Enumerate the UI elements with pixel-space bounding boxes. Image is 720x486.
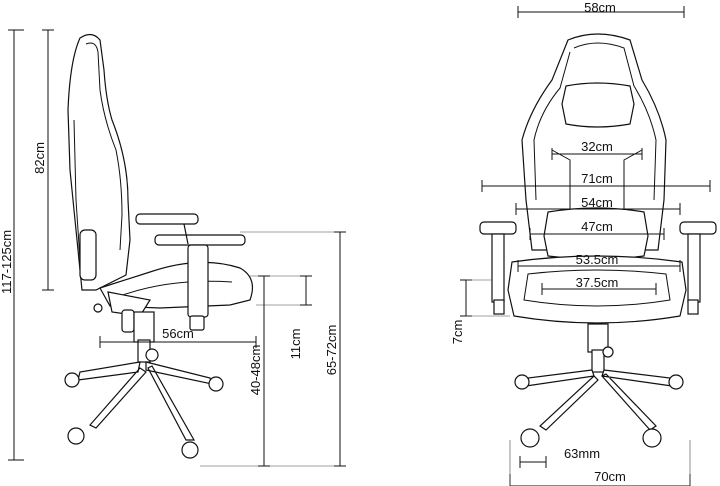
side-armrest-pad [154, 234, 246, 246]
label-seat-inner-width: 37.5cm [576, 275, 619, 290]
front-dimension-labels: 58cm 32cm 71cm 54cm 47cm 53.5cm 37.5cm 7… [450, 0, 626, 484]
label-backrest-width: 58cm [584, 0, 616, 15]
front-armrest-post-left [491, 233, 505, 303]
side-gas-lift [133, 311, 155, 343]
label-base-width: 70cm [594, 469, 626, 484]
label-seat-height: 40-48cm [248, 345, 263, 396]
front-armrest-knob-right [687, 299, 699, 315]
label-front-armrest-height: 7cm [450, 320, 465, 345]
side-lever [121, 309, 135, 333]
side-lumbar-pad [79, 229, 97, 281]
side-caster-1 [64, 372, 80, 388]
front-caster-3 [520, 428, 540, 448]
label-overall-width: 71cm [581, 171, 613, 186]
label-caster-size: 63mm [564, 446, 600, 461]
front-view-chair [479, 33, 717, 448]
side-dimension-labels: 117-125cm 82cm 56cm 11cm 40-48cm 65-72cm [0, 142, 339, 395]
front-armrest-pad-right [679, 221, 717, 235]
front-caster-4 [642, 428, 662, 448]
side-caster-2 [208, 376, 224, 392]
side-caster-3 [67, 427, 85, 445]
side-armrest-top [135, 213, 199, 225]
side-seat [99, 261, 253, 309]
side-backrest-seam [85, 42, 123, 251]
side-star-base [77, 361, 213, 441]
front-star-base [525, 369, 673, 431]
label-total-height: 117-125cm [0, 230, 14, 294]
side-armrest-post [187, 244, 209, 318]
side-caster-4 [181, 441, 199, 459]
side-seat-seam [119, 280, 233, 297]
front-armrest-post-right [687, 233, 701, 303]
front-caster-2 [668, 374, 684, 390]
label-seat-width: 53.5cm [576, 252, 619, 267]
side-tilt-knob [93, 303, 103, 313]
side-backrest [67, 33, 131, 291]
side-armrest-post-a [183, 223, 189, 245]
front-caster-1 [514, 374, 530, 390]
front-backrest-seam-l [533, 51, 571, 201]
label-armrest-adjust: 11cm [288, 329, 303, 360]
front-dimensions [460, 6, 711, 486]
front-backrest-seam-r [573, 42, 657, 201]
label-shoulder-width: 32cm [581, 139, 613, 154]
label-backrest-height: 82cm [32, 142, 47, 174]
label-lumbar-width: 47cm [581, 219, 613, 234]
side-caster-5 [145, 348, 159, 362]
front-armrest-knob-left [493, 299, 505, 315]
side-armrest-knob [189, 315, 205, 331]
side-dimensions [8, 29, 346, 467]
label-seat-depth: 56cm [162, 326, 194, 341]
front-headrest-pillow [561, 82, 635, 128]
side-backrest-seam-2 [73, 119, 81, 261]
side-view-chair [64, 33, 253, 459]
front-seat-inner [523, 269, 671, 307]
front-lever [602, 346, 614, 358]
label-armrest-height: 65-72cm [324, 325, 339, 376]
front-armrest-pad-left [479, 221, 517, 235]
label-backrest-mid-width: 54cm [581, 195, 613, 210]
front-gas-lift-lower [591, 349, 605, 373]
